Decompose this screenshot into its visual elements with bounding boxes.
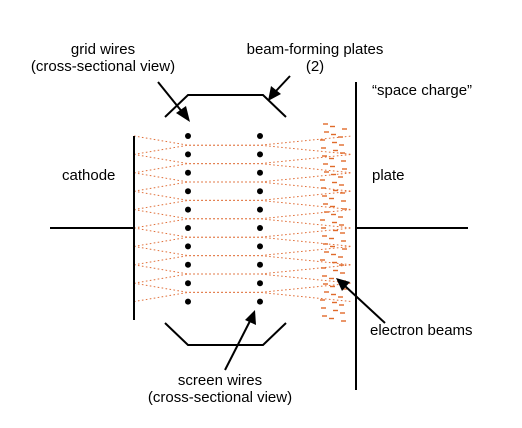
beam-plates-arrowhead (268, 86, 281, 101)
grid-wire-dot (185, 188, 191, 195)
space-charge-label: “space charge” (372, 82, 473, 99)
grid-wires-label: grid wires (cross-sectional view) (18, 41, 188, 75)
screen-wire-dot (257, 133, 263, 139)
screen-wires-label: screen wires (cross-sectional view) (135, 372, 305, 406)
screen-wire-dot (257, 298, 263, 305)
grid-wire-dot (185, 261, 191, 268)
screen-wire-dot (257, 261, 263, 268)
screen-wire-dot (257, 280, 263, 287)
electron-beam-ray (133, 172, 353, 192)
grid-wire-dot (185, 169, 191, 176)
electron-beam-ray (133, 227, 353, 247)
grid-wire-dot (185, 225, 191, 231)
electron-beam-ray (133, 190, 353, 211)
screen-wire-dot (257, 206, 263, 213)
electron-beams-group (133, 135, 353, 303)
screen-wires-arrow (224, 320, 251, 371)
cathode-label: cathode (62, 167, 116, 184)
grid-wire-dot (185, 206, 191, 213)
electron-beam-ray (133, 209, 353, 229)
electron-beam-ray (133, 245, 353, 266)
beam-forming-plates-label-line1: beam-forming plates (246, 41, 384, 58)
beam-forming-plates-label: beam-forming plates (2) (240, 41, 390, 75)
grid-wires-label-line1: grid wires (70, 41, 136, 58)
screen-wire-dot (257, 151, 263, 158)
electron-beams-arrowhead (336, 278, 350, 291)
grid-wires-arrowhead (176, 106, 190, 122)
electron-beam-ray (133, 282, 353, 303)
screen-wire-dot (257, 188, 263, 195)
pointer-arrows (157, 75, 386, 371)
electron-beam-ray (133, 209, 353, 229)
grid-wire-dot (185, 133, 191, 139)
grid-wire-dot (185, 151, 191, 158)
grid-wire-dot (185, 243, 191, 250)
beam-plates-arrow (275, 75, 291, 92)
electron-beams-arrow (344, 285, 386, 324)
tube-structure (50, 82, 468, 390)
bottom-beam-forming-plate (164, 322, 287, 346)
electron-beam-ray (133, 135, 353, 155)
screen-wires-label-line2: (cross-sectional view) (147, 389, 293, 406)
electron-beam-ray (133, 190, 353, 211)
electron-beams-label: electron beams (370, 322, 473, 339)
screen-wire-dot (257, 169, 263, 176)
electron-beam-ray (133, 172, 353, 192)
grid-wires-label-line2: (cross-sectional view) (30, 58, 176, 75)
electron-beam-ray (133, 264, 353, 284)
electron-beam-ray (133, 245, 353, 266)
plate-label: plate (372, 167, 405, 184)
electron-beam-ray (133, 227, 353, 247)
screen-wires-label-line1: screen wires (177, 372, 263, 389)
electron-beam-ray (133, 153, 353, 174)
grid-wires-arrow (157, 81, 184, 114)
electron-beam-ray (133, 282, 353, 303)
electron-beam-ray (133, 264, 353, 284)
electron-beam-ray (133, 153, 353, 174)
grid-wire-dot (185, 280, 191, 287)
beam-forming-plates-label-line2: (2) (305, 58, 325, 75)
screen-wire-dot (257, 225, 263, 231)
screen-wires-arrowhead (245, 310, 256, 325)
electron-beam-ray (133, 135, 353, 155)
screen-wire-dot (257, 243, 263, 250)
grid-wire-dot (185, 298, 191, 305)
space-charge-group (320, 123, 347, 322)
wires-group (185, 133, 263, 305)
